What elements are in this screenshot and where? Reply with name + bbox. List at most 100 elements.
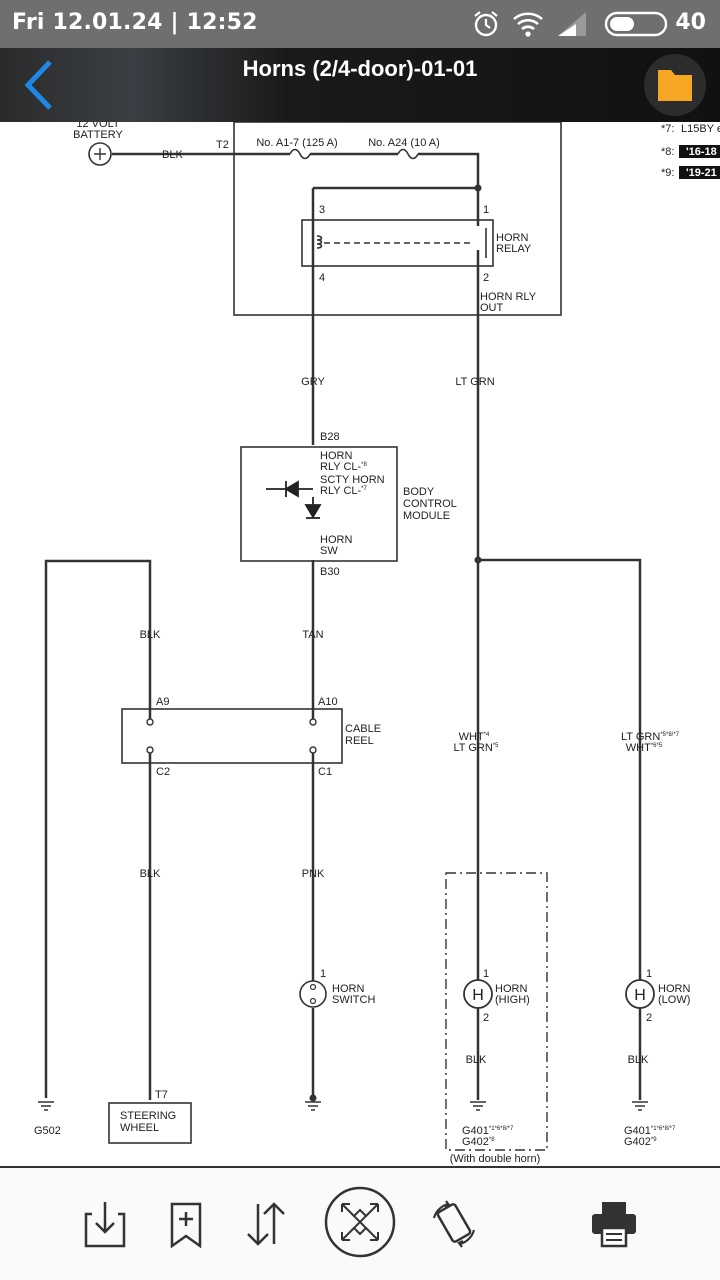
bcm-pin-label: HORN (320, 450, 352, 462)
battery-level: 40 (675, 10, 706, 35)
battery-label: 12 VOLT (76, 122, 119, 130)
wire-color-label: BLK (628, 1054, 649, 1066)
footnote-ref: *7 (361, 486, 367, 492)
footnote-ref: *5*8/*7 (660, 732, 679, 738)
connector-label: C2 (156, 766, 170, 778)
fuse-label: No. A1-7 (125 A) (256, 137, 337, 149)
horn-low-symbol: H (634, 987, 646, 1004)
chevron-left-icon (24, 60, 52, 110)
wire-color-label: TAN (302, 629, 323, 641)
back-button[interactable] (14, 58, 64, 112)
diagram-canvas: H H 12 VOLT BATTERY BLK T2 No. A1-7 (125… (34, 122, 720, 1165)
horn-label: HORN (658, 983, 690, 995)
wire-color-label: LT GRN (455, 376, 494, 388)
connector-label: B28 (320, 431, 340, 443)
signal-icon (558, 12, 586, 36)
wire-color-label: BLK (140, 868, 161, 880)
wire-color-label: BLK (162, 149, 183, 161)
ground-label: G401*1*6*8/*7 (462, 1125, 514, 1137)
ground-label: G402*8 (462, 1136, 495, 1148)
footnote-ref: *1*6*8/*7 (651, 1126, 676, 1132)
bcm-pin-label: HORN (320, 534, 352, 546)
rotate-icon[interactable] (426, 1196, 482, 1252)
relay-label: RELAY (496, 243, 532, 255)
connector-label: B30 (320, 566, 340, 578)
horn-switch-label: HORN (332, 983, 364, 995)
horn-switch-label: SWITCH (332, 994, 375, 1006)
battery-icon (604, 11, 668, 37)
pin-label: 2 (646, 1012, 652, 1024)
wire-color-label: BLK (466, 1054, 487, 1066)
pin-label: 3 (319, 204, 325, 216)
sort-icon[interactable] (238, 1196, 294, 1252)
footnote-text: '19-21 (686, 167, 717, 179)
status-bar: Fri 12.01.24 | 12:52 40 (0, 0, 720, 48)
wifi-icon (513, 12, 543, 37)
alarm-icon (474, 11, 498, 37)
bottom-toolbar (0, 1166, 720, 1280)
footnote-id: *9: (661, 167, 674, 179)
wire-color-label: GRY (301, 376, 325, 388)
wire-color-label: BLK (140, 629, 161, 641)
steering-wheel-label: STEERING (120, 1110, 176, 1122)
pin-label: 1 (483, 204, 489, 216)
print-icon[interactable] (586, 1196, 642, 1252)
wire-color-label: PNK (302, 868, 325, 880)
footnote-ref: *1*6*8/*7 (489, 1126, 514, 1132)
bcm-pin-label: SW (320, 545, 338, 557)
footnote-ref: *8 (361, 462, 367, 468)
fuse-label: No. A24 (10 A) (368, 137, 440, 149)
steering-wheel-label: WHEEL (120, 1122, 159, 1134)
pin-label: 2 (483, 272, 489, 284)
horn-label: (LOW) (658, 994, 690, 1006)
connector-label: A9 (156, 696, 169, 708)
fit-screen-icon[interactable] (324, 1186, 396, 1258)
footnote-ref: *8 (489, 1137, 495, 1143)
download-icon[interactable] (78, 1196, 134, 1252)
horn-label: HORN (495, 983, 527, 995)
pin-label: 1 (646, 968, 652, 980)
pin-label: 1 (483, 968, 489, 980)
ground-label: G502 (34, 1125, 61, 1137)
bcm-pin-label: SCTY HORN (320, 474, 385, 486)
app-bar: Horns (2/4-door)-01-01 (0, 48, 720, 122)
terminal-label: T7 (155, 1089, 168, 1101)
double-horn-note: (With double horn) (450, 1153, 541, 1165)
cable-reel-label: CABLE (345, 723, 381, 735)
wire-color-label: WHT*4 (459, 731, 490, 743)
bcm-pin-label: RLY CL-*8 (320, 461, 368, 473)
connector-label: C1 (318, 766, 332, 778)
wire-color-label: WHT*6*5 (626, 742, 663, 754)
wiring-diagram: H H 12 VOLT BATTERY BLK T2 No. A1-7 (125… (0, 122, 720, 1166)
connector-label: A10 (318, 696, 338, 708)
footnote-ref: *4 (484, 732, 490, 738)
footnote-ref: *5 (493, 743, 499, 749)
battery-label: BATTERY (73, 129, 123, 141)
pin-label: 1 (320, 968, 326, 980)
bookmark-add-icon[interactable] (158, 1196, 214, 1252)
footnote-text: L15BY e (681, 123, 720, 135)
relay-out-label: HORN RLY (480, 291, 537, 303)
page-title: Horns (2/4-door)-01-01 (242, 56, 478, 81)
footnote-ref: *9 (651, 1137, 657, 1143)
wire-color-label: LT GRN*5*8/*7 (621, 731, 680, 743)
folder-icon (658, 70, 692, 101)
ground-label: G401*1*6*8/*7 (624, 1125, 676, 1137)
horn-high-symbol: H (472, 987, 484, 1004)
bcm-name-label: BODY (403, 486, 435, 498)
pin-label: 2 (483, 1012, 489, 1024)
footnote-id: *7: (661, 123, 674, 135)
folder-button[interactable] (644, 54, 706, 116)
ground-label: G402*9 (624, 1136, 657, 1148)
status-time: Fri 12.01.24 | 12:52 (12, 10, 258, 35)
footnote-ref: *6*5 (651, 743, 663, 749)
footnote-text: '16-18 (686, 146, 717, 158)
bcm-name-label: MODULE (403, 510, 450, 522)
relay-label: HORN (496, 232, 528, 244)
cable-reel-label: REEL (345, 735, 374, 747)
footnote-id: *8: (661, 146, 674, 158)
pin-label: 4 (319, 272, 325, 284)
bcm-pin-label: RLY CL-*7 (320, 485, 368, 497)
wire-color-label: LT GRN*5 (454, 742, 500, 754)
terminal-label: T2 (216, 139, 229, 151)
